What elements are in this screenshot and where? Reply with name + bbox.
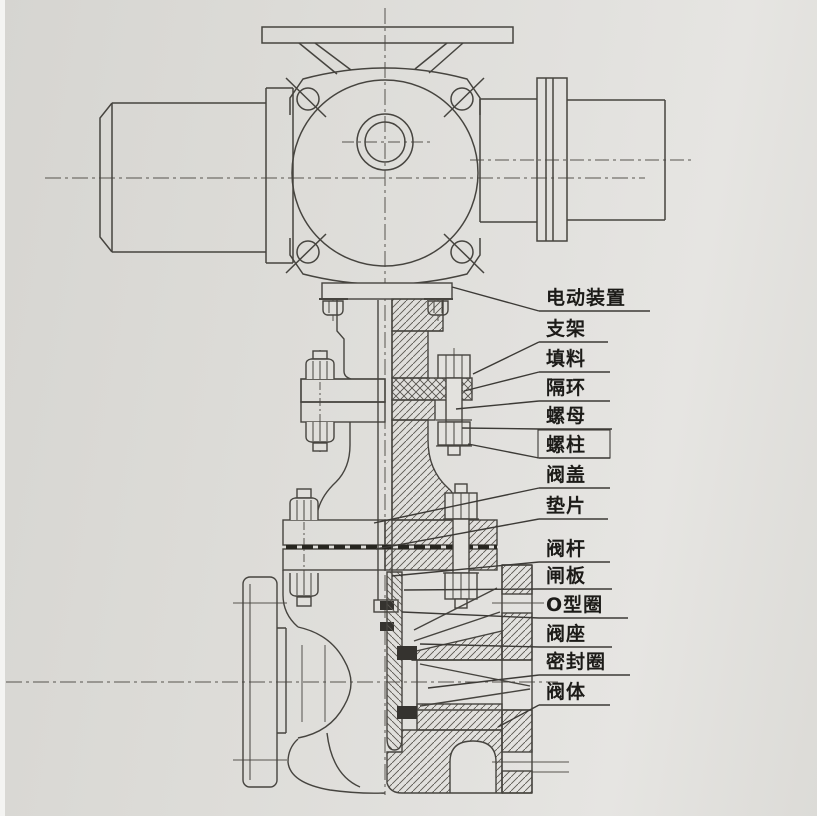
scan-edge <box>0 0 5 816</box>
packing-gland <box>300 350 473 456</box>
gland-nut-bottom <box>305 422 335 452</box>
right-flange <box>501 564 533 794</box>
part-label-valve-seat: 阀座 <box>546 623 587 645</box>
bonnet <box>315 419 459 521</box>
part-label-bonnet: 阀盖 <box>546 464 587 486</box>
part-label-gasket: 垫片 <box>546 495 587 517</box>
left-body-exterior <box>242 570 386 794</box>
part-label-gate: 闸板 <box>546 565 587 587</box>
leader-lines <box>373 286 650 728</box>
part-label-valve-body: 阀体 <box>546 681 587 703</box>
part-label-spacer-ring: 隔环 <box>546 377 587 399</box>
stud-label-box <box>537 429 611 459</box>
gland-stud <box>436 354 472 456</box>
seal-ring <box>397 646 417 660</box>
plate-bolt <box>319 298 348 316</box>
bolt-slash-icon <box>285 77 327 118</box>
handwheel <box>261 26 514 75</box>
output-shaft <box>479 77 666 242</box>
part-label-valve-stem: 阀杆 <box>546 538 587 560</box>
bolt-slash-icon <box>443 233 485 274</box>
gland-bolt-top <box>305 350 335 379</box>
actuator-sight-circle <box>356 113 414 171</box>
part-label-o-ring: O型圈 <box>546 594 604 616</box>
part-label-bracket: 支架 <box>546 318 587 340</box>
left-flange <box>242 576 278 788</box>
part-label-electric-actuator: 电动装置 <box>546 287 627 309</box>
bolt-slash-icon <box>443 77 485 118</box>
motor <box>99 87 294 264</box>
seal-ring <box>397 706 417 719</box>
gate <box>386 571 403 751</box>
part-label-packing: 填料 <box>546 348 587 370</box>
bolt-slash-icon <box>285 233 327 274</box>
body-nut-bottom <box>289 573 319 607</box>
bracket <box>336 298 444 380</box>
part-label-seal-ring: 密封圈 <box>546 651 607 673</box>
part-label-nut: 螺母 <box>546 405 587 427</box>
body-bolt-top <box>289 488 319 520</box>
part-label-stud: 螺柱 <box>546 434 587 456</box>
